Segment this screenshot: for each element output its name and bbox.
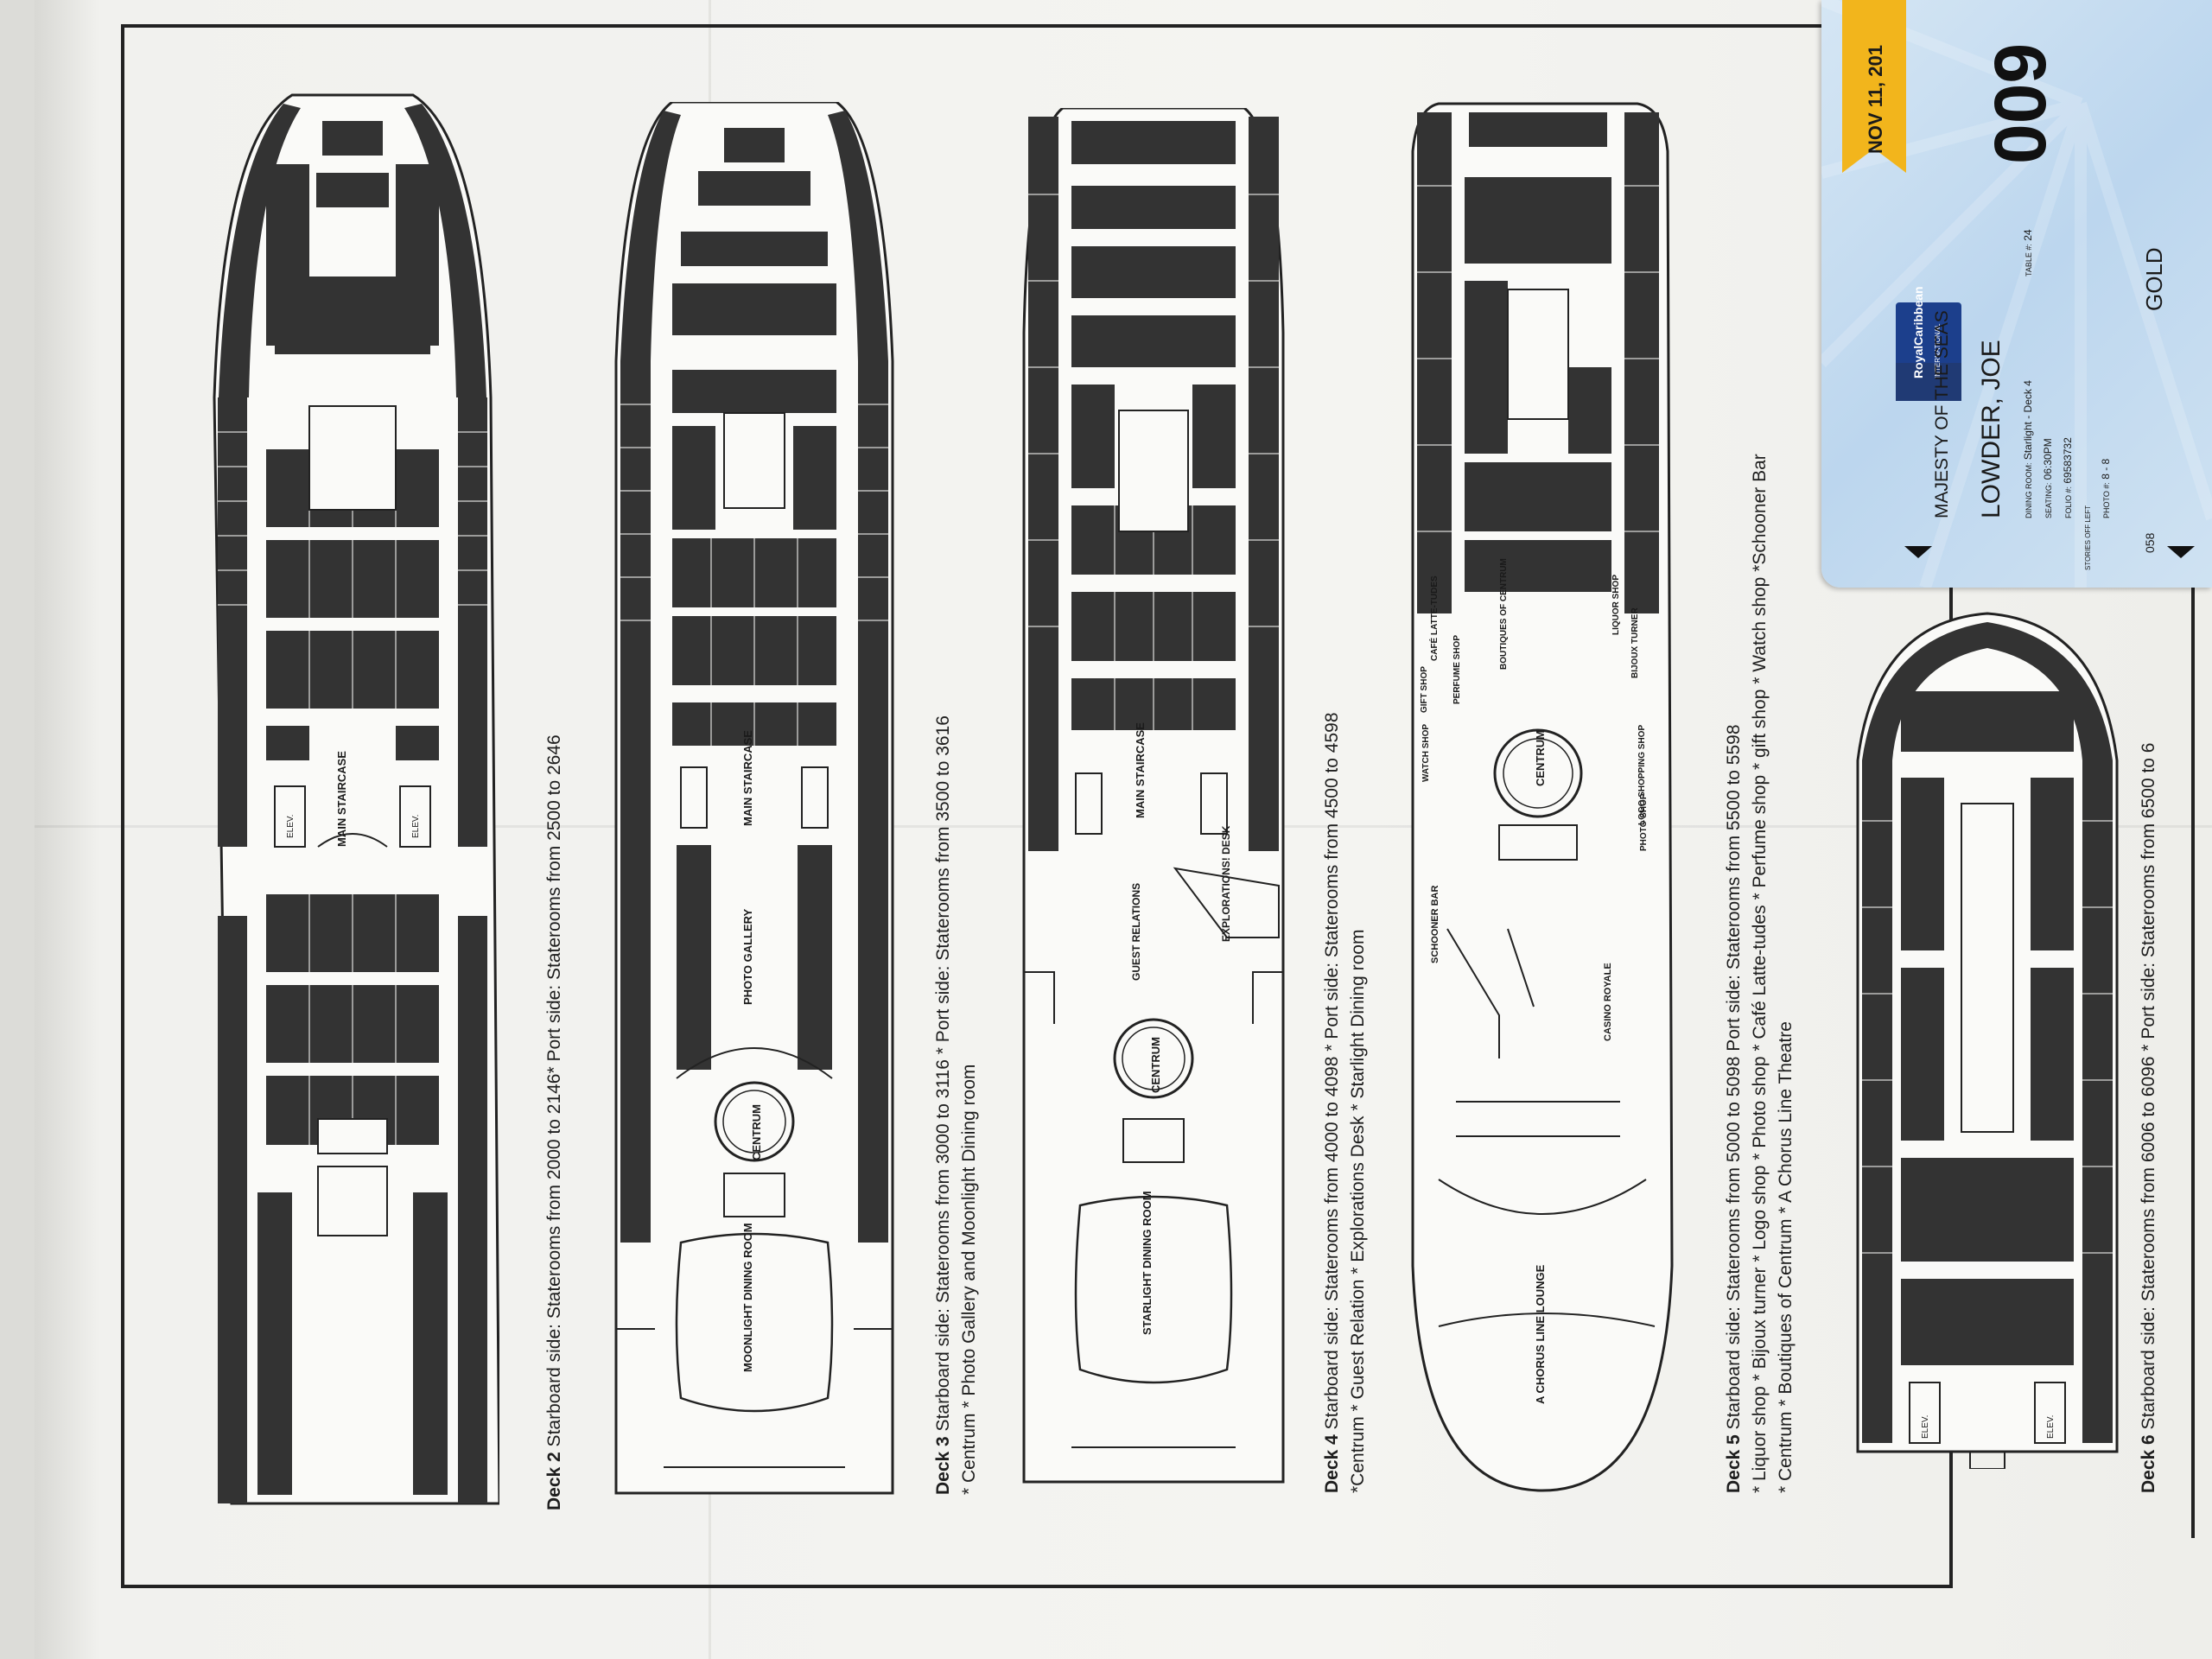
gift-shop-label: GIFT SHOP xyxy=(1420,666,1429,713)
deck-3-caption: Deck 3 Starboard side: Staterooms from 3… xyxy=(933,715,979,1495)
elevator-label: ELEV. xyxy=(1921,1414,1930,1439)
centrum-label: CENTRUM xyxy=(1149,1037,1162,1093)
folio-row: FOLIO #: 69583732 xyxy=(2062,437,2074,518)
elevator-label: ELEV. xyxy=(2046,1414,2056,1439)
card-number: 009 xyxy=(1980,42,2061,164)
liquor-shop-label: LIQUOR SHOP xyxy=(1611,574,1621,635)
table-row: TABLE #: 24 xyxy=(2022,229,2034,276)
date-ribbon xyxy=(1842,0,1906,173)
sailing-date: NOV 11, 201 xyxy=(1865,45,1886,154)
photo-shop-label: PHOTO SHOP xyxy=(1639,793,1649,852)
dining-room-row: DINING ROOM: Starlight - Deck 4 xyxy=(2022,380,2034,518)
watch-shop-label: WATCH SHOP xyxy=(1421,723,1431,782)
main-staircase-label: MAIN STAIRCASE xyxy=(741,730,754,826)
boutiques-label: BOUTIQUES OF CENTRUM xyxy=(1499,558,1509,670)
deck-6-plan: ELEV. ELEV. xyxy=(1849,605,2126,1469)
deck-5-plan: CAFÉ LATTE-TUDES BOUTIQUES OF CENTRUM PE… xyxy=(1404,99,1681,1499)
centrum-label: CENTRUM xyxy=(750,1104,763,1160)
arrow-down-icon xyxy=(1904,546,1932,558)
arrow-down-icon xyxy=(2167,546,2195,558)
deck-4-plan: MAIN STAIRCASE GUEST RELATIONS EXPLORATI… xyxy=(1020,108,1287,1491)
crown-anchor-icon xyxy=(1896,363,1961,401)
deck-5-caption: Deck 5 Starboard side: Staterooms from 5… xyxy=(1724,454,1796,1493)
seating-row: SEATING: 06:30PM xyxy=(2042,438,2054,518)
card-code: 058 xyxy=(2143,532,2157,553)
explorations-desk-label: EXPLORATIONS! DESK xyxy=(1220,825,1232,942)
deck-3-plan: MAIN STAIRCASE PHOTO GALLERY CENTRUM MOO… xyxy=(612,102,897,1502)
deck-6-caption: Deck 6 Starboard side: Staterooms from 6… xyxy=(2139,742,2158,1494)
main-staircase-label: MAIN STAIRCASE xyxy=(335,751,348,847)
main-staircase-label: MAIN STAIRCASE xyxy=(1134,722,1147,818)
brand-name: RoyalCaribbean xyxy=(1911,286,1925,378)
moonlight-dining-label: MOONLIGHT DINING ROOM xyxy=(741,1223,754,1372)
centrum-label: CENTRUM xyxy=(1534,730,1547,786)
perfume-shop-label: PERFUME SHOP xyxy=(1452,634,1462,704)
card-stripe-text: STORIES OFF LEFT xyxy=(2084,505,2092,570)
bijoux-turner-label: BIJOUX TURNER xyxy=(1630,607,1640,678)
elevator-label: ELEV. xyxy=(286,814,296,838)
elevator-label: ELEV. xyxy=(411,814,421,838)
ship-name: MAJESTY OF THE SEAS xyxy=(1932,310,1952,518)
cafe-label: CAFÉ LATTE-TUDES xyxy=(1430,575,1440,661)
schooner-bar-label: SCHOONER BAR xyxy=(1430,885,1440,963)
guest-name: LOWDER, JOE xyxy=(1977,340,2005,518)
guest-relations-label: GUEST RELATIONS xyxy=(1130,882,1142,981)
plan-border-right xyxy=(2191,588,2195,1538)
photo-row: PHOTO #: 8 - 8 xyxy=(2100,458,2112,518)
casino-royale-label: CASINO ROYALE xyxy=(1603,963,1613,1041)
deck-2-plan: MAIN STAIRCASE ELEV. ELEV. xyxy=(206,86,499,1512)
deck-2-caption: Deck 2 Starboard side: Staterooms from 2… xyxy=(544,734,564,1510)
chorus-line-lounge-label: A CHORUS LINE LOUNGE xyxy=(1534,1264,1547,1404)
seapass-card: NOV 11, 201 009 RoyalCaribbean INTERNATI… xyxy=(1821,0,2212,588)
starlight-dining-label: STARLIGHT DINING ROOM xyxy=(1141,1191,1154,1335)
deck-4-caption: Deck 4 Starboard side: Staterooms from 4… xyxy=(1322,712,1368,1493)
loyalty-tier: GOLD xyxy=(2141,247,2167,311)
photo-gallery-label: PHOTO GALLERY xyxy=(741,908,754,1005)
